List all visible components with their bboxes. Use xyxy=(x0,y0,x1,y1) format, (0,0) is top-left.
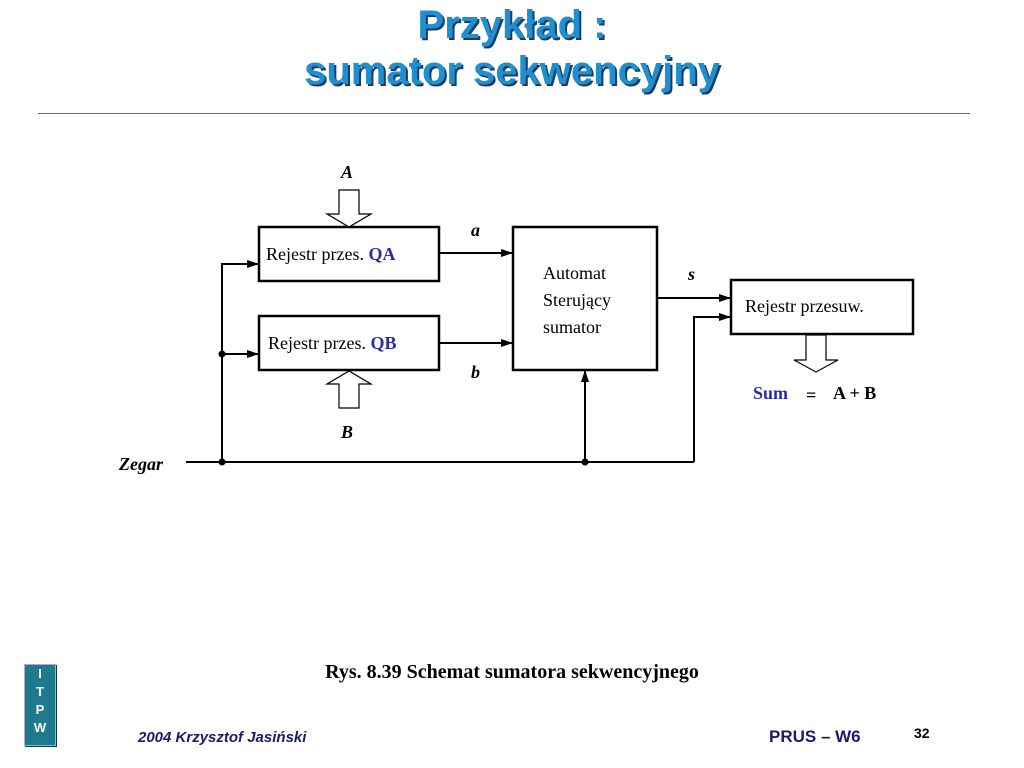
register-qb-name: QB xyxy=(370,333,397,353)
signal-b-label: b xyxy=(471,362,480,382)
clock-label: Zegar xyxy=(119,454,163,474)
register-qb-text: Rejestr przes. xyxy=(268,333,366,353)
page-number: 32 xyxy=(914,725,930,741)
junction-dot xyxy=(581,458,589,466)
output-sum-arrow xyxy=(793,334,839,373)
automat-box xyxy=(511,225,659,372)
output-register-box xyxy=(729,278,915,336)
figure-caption: Rys. 8.39 Schemat sumatora sekwencyjnego xyxy=(325,661,699,683)
input-a-label: A xyxy=(341,162,354,182)
clock-to-output xyxy=(693,313,731,462)
input-a-arrow xyxy=(324,189,374,228)
slide-title-line2: sumator sekwencyjny xyxy=(304,49,720,93)
footer-author: 2004 Krzysztof Jasiński xyxy=(138,729,307,746)
register-qb-label: Rejestr przes. QB xyxy=(268,333,396,354)
itpw-logo: I T P W xyxy=(24,664,56,746)
register-qa-text: Rejestr przes. xyxy=(266,244,364,264)
input-b-label: B xyxy=(341,422,354,442)
signal-a-label: a xyxy=(471,220,480,240)
slide-title-line1: Przykład : xyxy=(417,3,607,47)
automat-line1: Automat xyxy=(543,263,606,283)
title-divider xyxy=(38,113,970,114)
signal-s-label: s xyxy=(688,264,696,284)
clock-to-qa xyxy=(221,260,259,462)
sum-label: Sum xyxy=(753,383,789,403)
junction-dot xyxy=(218,458,226,466)
register-qa-name: QA xyxy=(368,244,396,264)
automat-line3: sumator xyxy=(543,317,601,337)
junction-dot xyxy=(218,350,226,358)
footer-course: PRUS – W6 xyxy=(769,727,861,746)
output-register-label: Rejestr przesuw. xyxy=(745,296,864,316)
sum-expression: A + B xyxy=(833,383,877,403)
input-b-arrow xyxy=(324,370,374,409)
sum-equals: = xyxy=(806,385,817,405)
register-qa-label: Rejestr przes. QA xyxy=(266,244,395,265)
automat-line2: Sterujący xyxy=(543,290,611,310)
register-qb-box xyxy=(257,314,441,372)
